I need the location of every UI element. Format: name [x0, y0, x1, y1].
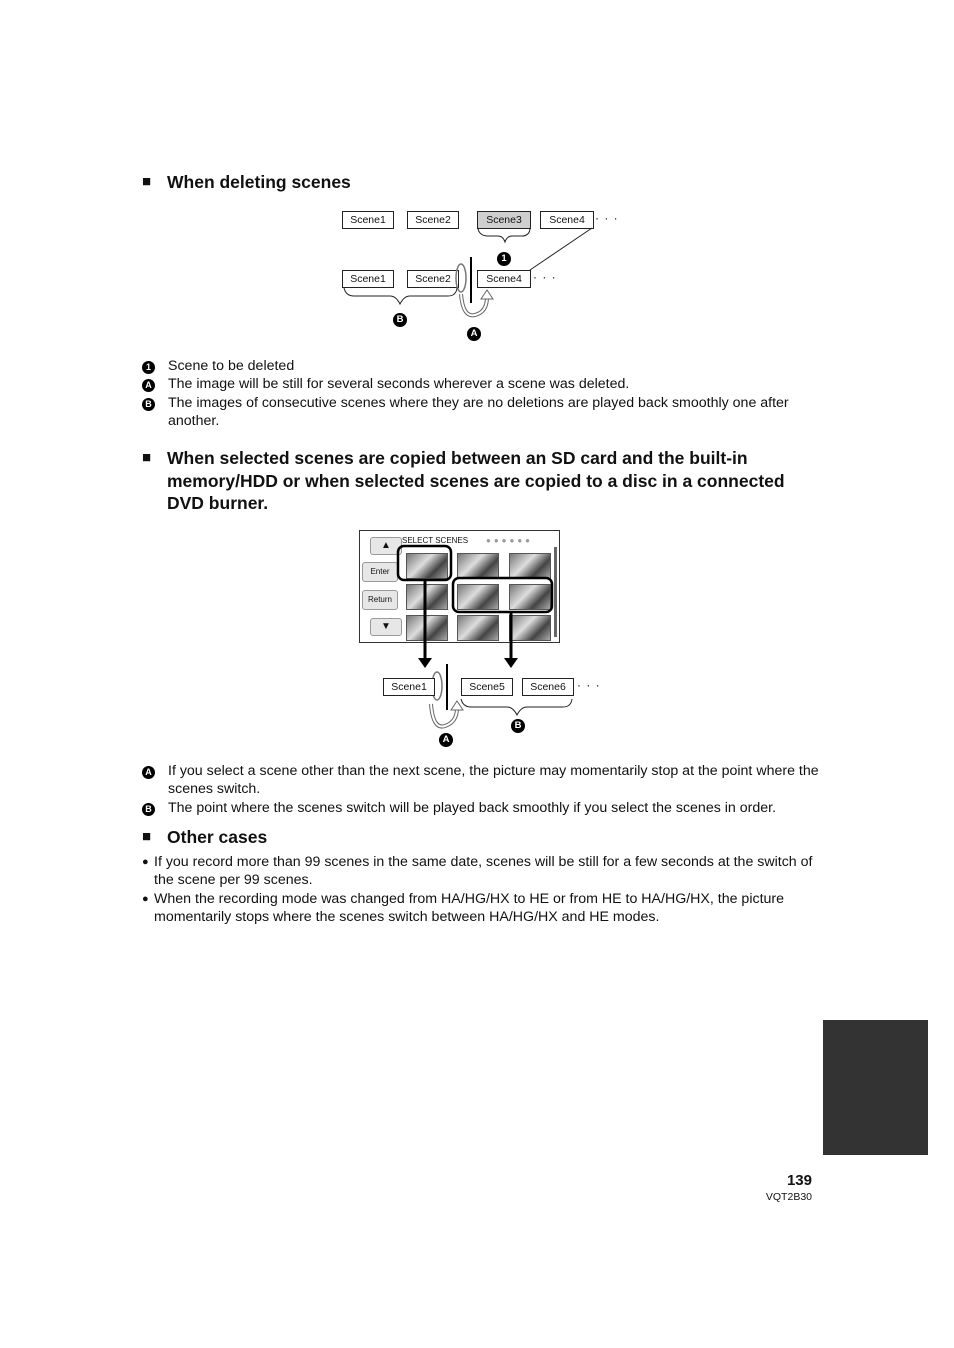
badge-a: A — [439, 733, 453, 747]
chapter-tab — [823, 1020, 928, 1155]
label-badge: A — [142, 766, 155, 779]
section-heading-other: ■ Other cases — [142, 826, 822, 849]
note-text: The images of consecutive scenes where t… — [168, 394, 822, 431]
label-badge: B — [142, 398, 155, 411]
note-item: B The point where the scenes switch will… — [142, 799, 822, 817]
section-heading-deleting: ■ When deleting scenes — [142, 171, 822, 194]
square-bullet-icon: ■ — [142, 447, 167, 515]
label-badge: A — [142, 379, 155, 392]
model-code: VQT2B30 — [700, 1191, 812, 1203]
label-badge: B — [142, 803, 155, 816]
page-number: 139 — [700, 1172, 812, 1189]
bullet-icon: ● — [142, 890, 154, 927]
badge-b: B — [393, 313, 407, 327]
heading-text: When selected scenes are copied between … — [167, 447, 822, 515]
note-item: B The images of consecutive scenes where… — [142, 394, 822, 431]
notes-copy: A If you select a scene other than the n… — [142, 762, 822, 817]
section-heading-copy: ■ When selected scenes are copied betwee… — [142, 447, 822, 515]
scene-box: Scene5 — [461, 678, 513, 696]
square-bullet-icon: ■ — [142, 826, 167, 849]
note-text: The image will be still for several seco… — [168, 375, 629, 393]
heading-text: When deleting scenes — [167, 171, 351, 194]
note-text: Scene to be deleted — [168, 357, 294, 375]
diagram-lines — [330, 200, 630, 350]
badge-b: B — [511, 719, 525, 733]
scene-box: Scene6 — [522, 678, 574, 696]
other-cases-list: ● If you record more than 99 scenes in t… — [142, 853, 822, 927]
list-item: ● If you record more than 99 scenes in t… — [142, 853, 822, 890]
note-item: 1 Scene to be deleted — [142, 357, 822, 375]
note-text: The point where the scenes switch will b… — [168, 799, 776, 817]
note-item: A The image will be still for several se… — [142, 375, 822, 393]
heading-text: Other cases — [167, 826, 267, 849]
badge-a: A — [467, 327, 481, 341]
copy-diagram-lines — [350, 540, 610, 760]
note-item: A If you select a scene other than the n… — [142, 762, 822, 799]
label-badge: 1 — [142, 361, 155, 374]
ellipsis: · · · — [577, 678, 601, 692]
square-bullet-icon: ■ — [142, 171, 167, 194]
bullet-icon: ● — [142, 853, 154, 890]
scene-box: Scene1 — [383, 678, 435, 696]
notes-deleting: 1 Scene to be deleted A The image will b… — [142, 357, 822, 431]
list-item-text: If you record more than 99 scenes in the… — [154, 853, 822, 890]
note-text: If you select a scene other than the nex… — [168, 762, 822, 799]
list-item: ● When the recording mode was changed fr… — [142, 890, 822, 927]
list-item-text: When the recording mode was changed from… — [154, 890, 822, 927]
badge-1: 1 — [497, 252, 511, 266]
